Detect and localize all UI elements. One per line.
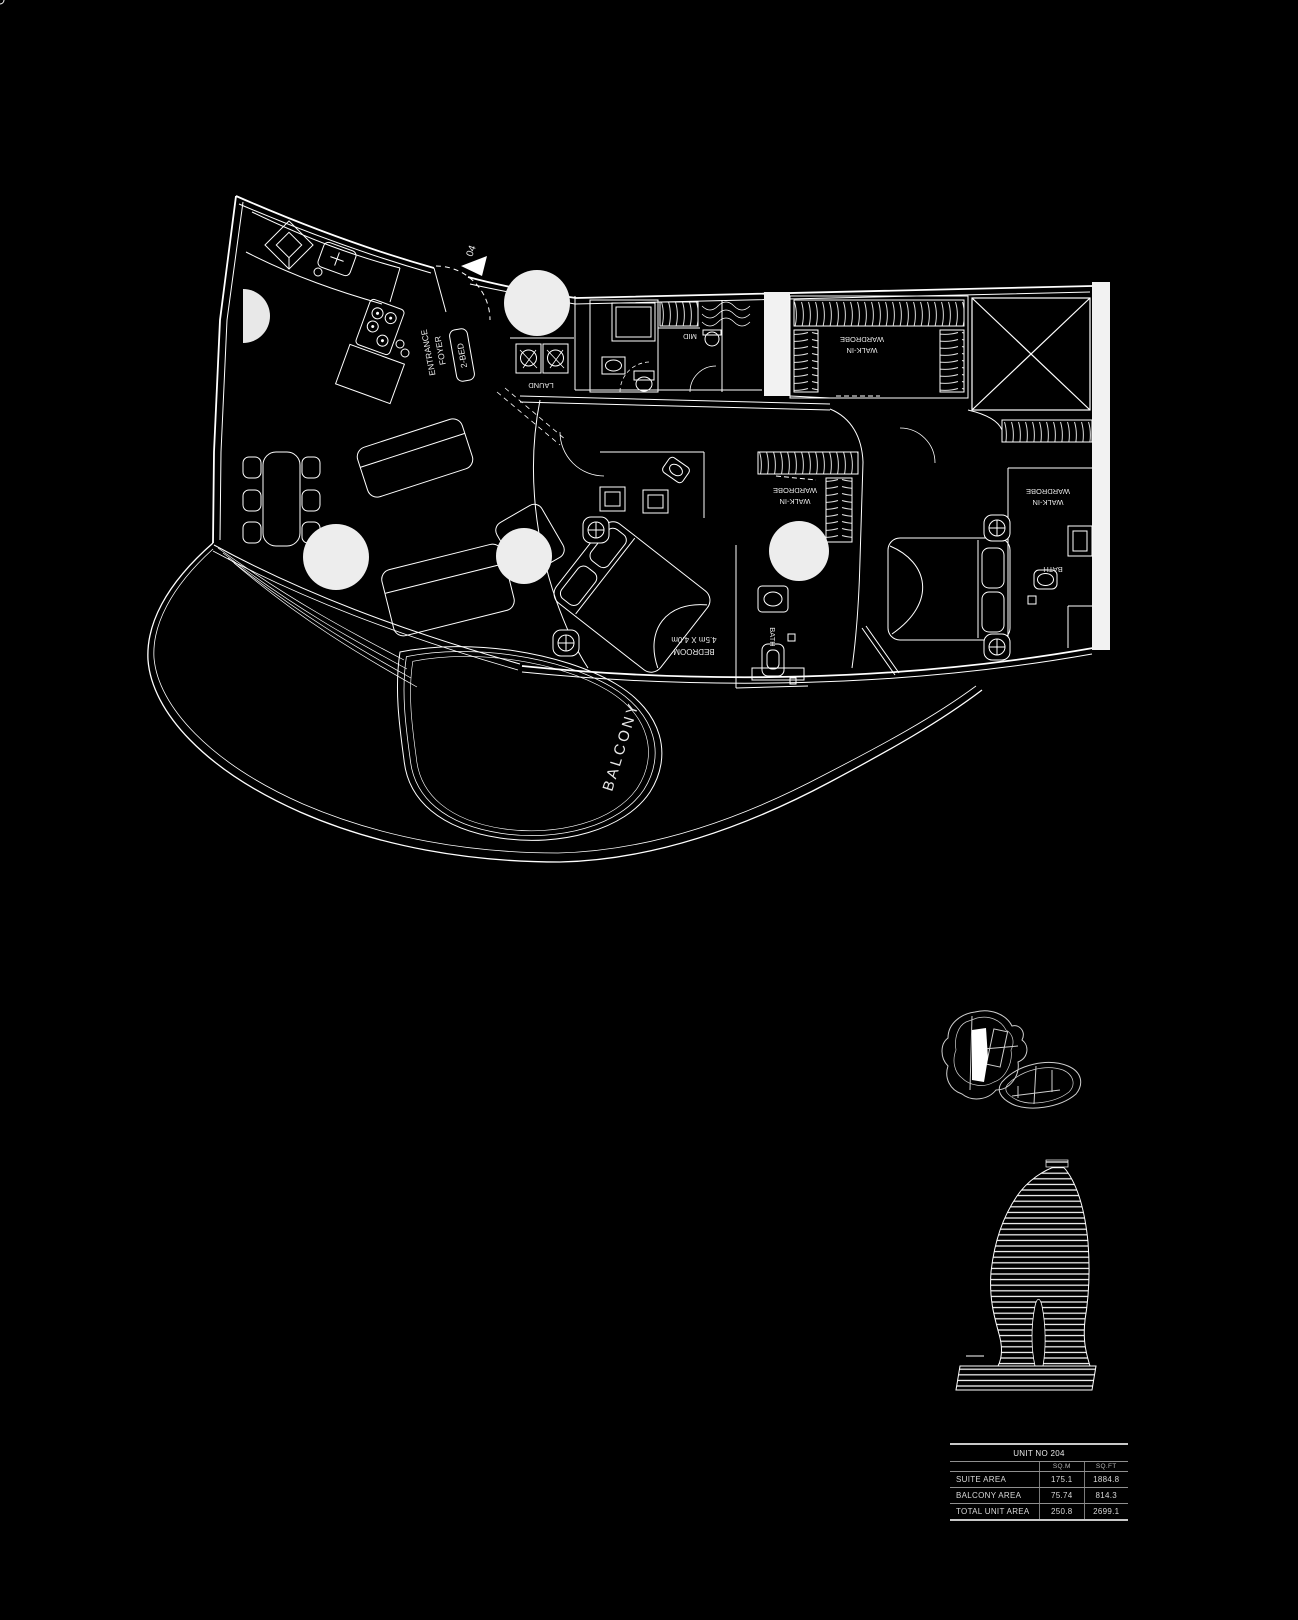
closet-scribble (701, 301, 751, 327)
bath-top (589, 299, 659, 393)
table-header-row: SQ.M SQ.FT (950, 1462, 1128, 1471)
exterior-walls (212, 195, 1094, 684)
row-sqft: 1884.8 (1083, 1472, 1129, 1487)
bedroom-2 (861, 537, 1011, 676)
unit-marker-label: 04 (465, 244, 479, 259)
svg-text:4.5m X 4.0m: 4.5m X 4.0m (671, 635, 717, 644)
corridor-walls (519, 296, 880, 669)
dining-set (242, 451, 321, 547)
walkin-wardrobe-1 (789, 295, 969, 399)
col-header-sqft: SQ.FT (1083, 1462, 1129, 1471)
column-marker-icon (983, 633, 1011, 661)
label-balcony: BALCONY (600, 700, 643, 794)
label-laundry: LAUND (528, 381, 554, 390)
elevation-podium (955, 1365, 1097, 1391)
bath-right (1007, 467, 1093, 648)
walkin-wardrobe-3 (899, 409, 1093, 464)
bed-1 (553, 521, 711, 673)
wall-section-corridor (764, 292, 790, 396)
keyplan-tower-2 (998, 1062, 1082, 1109)
kitchen-fixture (317, 241, 357, 277)
kitchen (0, 0, 410, 405)
unit-type-tag (449, 328, 475, 382)
label-bedroom: BEDROOM 4.5m X 4.0m (671, 635, 717, 656)
keyplan-tower-1 (941, 1010, 1028, 1100)
column-marker-icon (582, 516, 610, 544)
row-label: TOTAL UNIT AREA (956, 1507, 1030, 1516)
column-marker-icon (983, 514, 1011, 542)
row-label: SUITE AREA (956, 1475, 1007, 1484)
table-top-rule (950, 1443, 1128, 1445)
elevation-split (1031, 1298, 1046, 1367)
shaft-x-box (971, 297, 1091, 411)
structural-columns (243, 270, 829, 590)
floor-plan (0, 0, 1110, 863)
tower-elevation (955, 1159, 1097, 1391)
svg-text:WARDROBE: WARDROBE (1026, 487, 1070, 496)
kitchen-sink-icon (264, 220, 314, 270)
table-row: BALCONY AREA 75.74 814.3 (950, 1488, 1128, 1503)
svg-text:WARDROBE: WARDROBE (773, 486, 817, 495)
label-bath-right: BATH (1043, 565, 1062, 574)
keyplan-unit-highlight (972, 1028, 988, 1082)
elevation-crown (1045, 1159, 1069, 1168)
label-wardrobe-3: WALK-IN WARDROBE (1026, 487, 1070, 507)
label-2bed: 2-BED (455, 342, 469, 368)
cooktop-icon (355, 298, 405, 356)
entrance-door (433, 265, 567, 446)
row-sqft: 2699.1 (1083, 1504, 1129, 1519)
col-header-sqm: SQ.M (1039, 1462, 1084, 1471)
row-sqm: 250.8 (1039, 1504, 1084, 1519)
label-bath-middle: BATH (768, 627, 777, 646)
table-bottom-rule (950, 1519, 1128, 1521)
laundry (510, 337, 574, 374)
bath-middle (735, 545, 809, 689)
walkin-wardrobe-2 (757, 451, 859, 543)
key-plan (941, 1010, 1082, 1109)
svg-text:WALK-IN: WALK-IN (780, 497, 811, 506)
balcony (147, 542, 983, 863)
svg-text:WALK-IN: WALK-IN (847, 346, 878, 355)
row-sqm: 175.1 (1039, 1472, 1084, 1487)
table-row: SUITE AREA 175.1 1884.8 (950, 1472, 1128, 1487)
svg-text:WALK-IN: WALK-IN (1033, 498, 1064, 507)
row-sqft: 814.3 (1083, 1488, 1129, 1503)
wall-section-right (1092, 282, 1110, 650)
svg-text:WARDROBE: WARDROBE (840, 335, 884, 344)
table-row: TOTAL UNIT AREA 250.8 2699.1 (950, 1504, 1128, 1519)
mid-room (657, 300, 751, 393)
unit-direction-arrow (461, 256, 487, 276)
row-label: BALCONY AREA (956, 1491, 1022, 1500)
kitchen-island (334, 343, 406, 405)
column-marker-icon (552, 629, 580, 657)
area-table: UNIT NO 204 SQ.M SQ.FT SUITE AREA 175.1 … (950, 1443, 1128, 1521)
bed-2 (887, 537, 1011, 641)
svg-text:BEDROOM: BEDROOM (673, 647, 715, 656)
label-wardrobe-1: WALK-IN WARDROBE (840, 335, 884, 355)
mullion-brace (861, 625, 900, 676)
unit-number-title: UNIT NO 204 (1013, 1449, 1065, 1458)
sofa-set (356, 418, 565, 637)
row-sqm: 75.74 (1039, 1488, 1084, 1503)
bath-bedroom1 (559, 431, 705, 518)
label-mid: MID (683, 332, 697, 341)
label-wardrobe-2: WALK-IN WARDROBE (773, 486, 817, 506)
